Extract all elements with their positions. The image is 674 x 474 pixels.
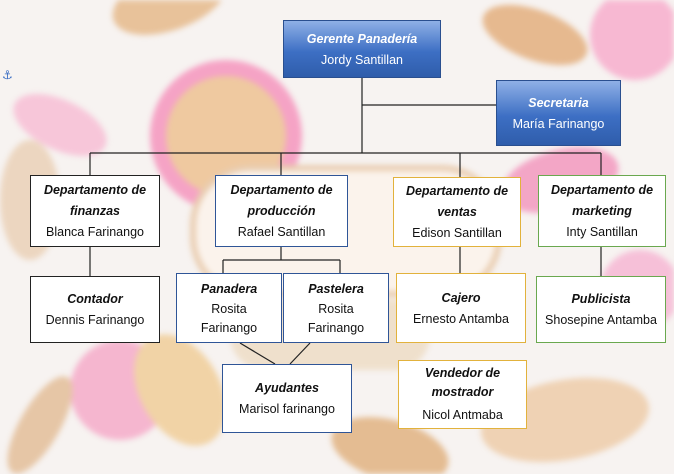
node-gerente: Gerente Panadería Jordy Santillan [283, 20, 441, 78]
node-ventas: Departamento de ventas Edison Santillan [393, 177, 521, 247]
node-publicista-title: Publicista [571, 292, 631, 306]
anchor-icon: ⚓ [2, 68, 13, 82]
node-contador-title: Contador [67, 292, 123, 306]
node-finanzas: Departamento de finanzas Blanca Farinang… [30, 175, 160, 247]
node-publicista-name: Shosepine Antamba [545, 313, 657, 327]
node-contador-name: Dennis Farinango [45, 313, 145, 327]
node-ventas-title: Departamento de ventas [405, 184, 509, 219]
connector-ayudantes-left [239, 342, 276, 365]
node-finanzas-name: Blanca Farinango [46, 225, 144, 239]
node-panadera: Panadera Rosita Farinango [176, 273, 282, 343]
node-gerente-title: Gerente Panadería [306, 31, 418, 46]
node-gerente-name: Jordy Santillan [321, 52, 403, 67]
node-produccion: Departamento de producción Rafael Santil… [215, 175, 348, 247]
node-ayudantes-title: Ayudantes [255, 381, 319, 395]
node-pastelera-title: Pastelera [308, 281, 364, 296]
node-cajero-title: Cajero [441, 290, 481, 305]
node-secretaria: Secretaria María Farinango [496, 80, 621, 146]
node-panadera-title: Panadera [200, 281, 258, 296]
node-pastelera-name: Rosita Farinango [307, 301, 365, 335]
node-publicista: Publicista Shosepine Antamba [536, 276, 666, 343]
node-ventas-name: Edison Santillan [412, 226, 502, 240]
node-panadera-name: Rosita Farinango [200, 301, 258, 335]
node-vendedor-name: Nicol Antmaba [422, 408, 503, 422]
node-finanzas-title: Departamento de finanzas [43, 183, 147, 218]
node-secretaria-name: María Farinango [512, 116, 605, 131]
node-vendedor: Vendedor de mostrador Nicol Antmaba [398, 360, 527, 429]
node-marketing-title: Departamento de marketing [550, 183, 654, 218]
node-ayudantes: Ayudantes Marisol farinango [222, 364, 352, 433]
node-marketing: Departamento de marketing Inty Santillan [538, 175, 666, 247]
node-cajero-name: Ernesto Antamba [413, 311, 509, 326]
node-produccion-title: Departamento de producción [230, 183, 333, 218]
node-secretaria-title: Secretaria [528, 95, 589, 110]
node-vendedor-title: Vendedor de mostrador [424, 366, 501, 399]
node-contador: Contador Dennis Farinango [30, 276, 160, 343]
node-cajero: Cajero Ernesto Antamba [396, 273, 526, 343]
node-marketing-name: Inty Santillan [566, 225, 638, 239]
node-ayudantes-name: Marisol farinango [239, 402, 335, 416]
node-pastelera: Pastelera Rosita Farinango [283, 273, 389, 343]
connector-ayudantes-right [289, 342, 311, 365]
node-produccion-name: Rafael Santillan [237, 225, 326, 239]
